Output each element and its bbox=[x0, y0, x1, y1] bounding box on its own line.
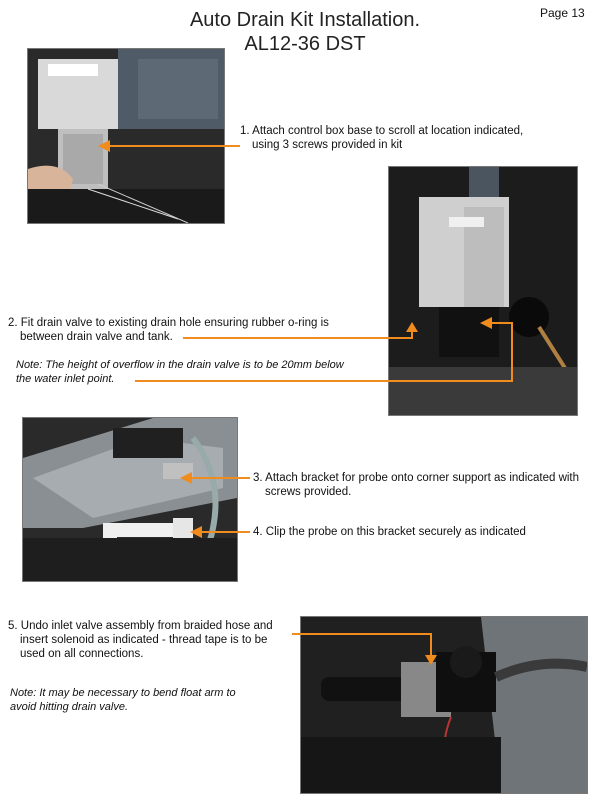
step-5-line-2: insert solenoid as indicated - thread ta… bbox=[20, 634, 268, 646]
step-5-note-line-2: avoid hitting drain valve. bbox=[10, 701, 129, 713]
arrow-2b-head bbox=[480, 317, 492, 329]
title-line-2: AL12-36 DST bbox=[244, 33, 366, 55]
arrow-1-line bbox=[110, 145, 240, 147]
step-5-line-1: 5. Undo inlet valve assembly from braide… bbox=[8, 620, 273, 632]
arrow-5-head bbox=[425, 655, 437, 665]
step-2-note: Note: The height of overflow in the drai… bbox=[16, 358, 396, 386]
step-1-line-1: 1. Attach control box base to scroll at … bbox=[240, 125, 524, 137]
page-number: Page 13 bbox=[540, 6, 585, 20]
step-5-note: Note: It may be necessary to bend float … bbox=[10, 686, 280, 714]
step-2-note-line-1: Note: The height of overflow in the drai… bbox=[16, 359, 344, 371]
step-2-line-1: 2. Fit drain valve to existing drain hol… bbox=[8, 317, 329, 329]
photo-solenoid bbox=[300, 616, 588, 794]
step-1-text: 1. Attach control box base to scroll at … bbox=[240, 124, 570, 152]
arrow-2a-head bbox=[406, 322, 418, 332]
step-5-text: 5. Undo inlet valve assembly from braide… bbox=[8, 619, 298, 661]
arrow-3-head bbox=[180, 472, 192, 484]
step-2-text: 2. Fit drain valve to existing drain hol… bbox=[8, 316, 388, 344]
arrow-4-line bbox=[200, 531, 250, 533]
arrow-4-head bbox=[190, 526, 202, 538]
arrow-2a-line bbox=[183, 337, 413, 339]
arrow-2b-line bbox=[135, 380, 513, 382]
arrow-5-line bbox=[292, 633, 432, 635]
step-1-line-2: using 3 screws provided in kit bbox=[252, 139, 403, 151]
arrow-1-head bbox=[98, 140, 110, 152]
arrow-2b-top bbox=[490, 322, 513, 324]
step-3-line-1: 3. Attach bracket for probe onto corner … bbox=[253, 472, 580, 484]
step-2-note-line-2: the water inlet point. bbox=[16, 373, 115, 385]
step-4-text: 4. Clip the probe on this bracket secure… bbox=[253, 526, 526, 538]
arrow-5-riser bbox=[430, 633, 432, 655]
arrow-3-line bbox=[190, 477, 250, 479]
page-title: Auto Drain Kit Installation. AL12-36 DST bbox=[180, 8, 430, 56]
arrow-2a-riser bbox=[411, 331, 413, 339]
arrow-2b-riser bbox=[511, 322, 513, 382]
title-line-1: Auto Drain Kit Installation. bbox=[189, 9, 421, 31]
step-5-line-3: used on all connections. bbox=[20, 648, 144, 660]
photo-control-box bbox=[27, 48, 225, 224]
step-2-line-2: between drain valve and tank. bbox=[20, 331, 173, 343]
step-3-line-2: screws provided. bbox=[265, 486, 352, 498]
step-5-note-line-1: Note: It may be necessary to bend float … bbox=[10, 687, 236, 699]
photo-drain-valve bbox=[388, 166, 578, 416]
photo-bracket-probe bbox=[22, 417, 238, 582]
step-3-text: 3. Attach bracket for probe onto corner … bbox=[253, 471, 591, 499]
